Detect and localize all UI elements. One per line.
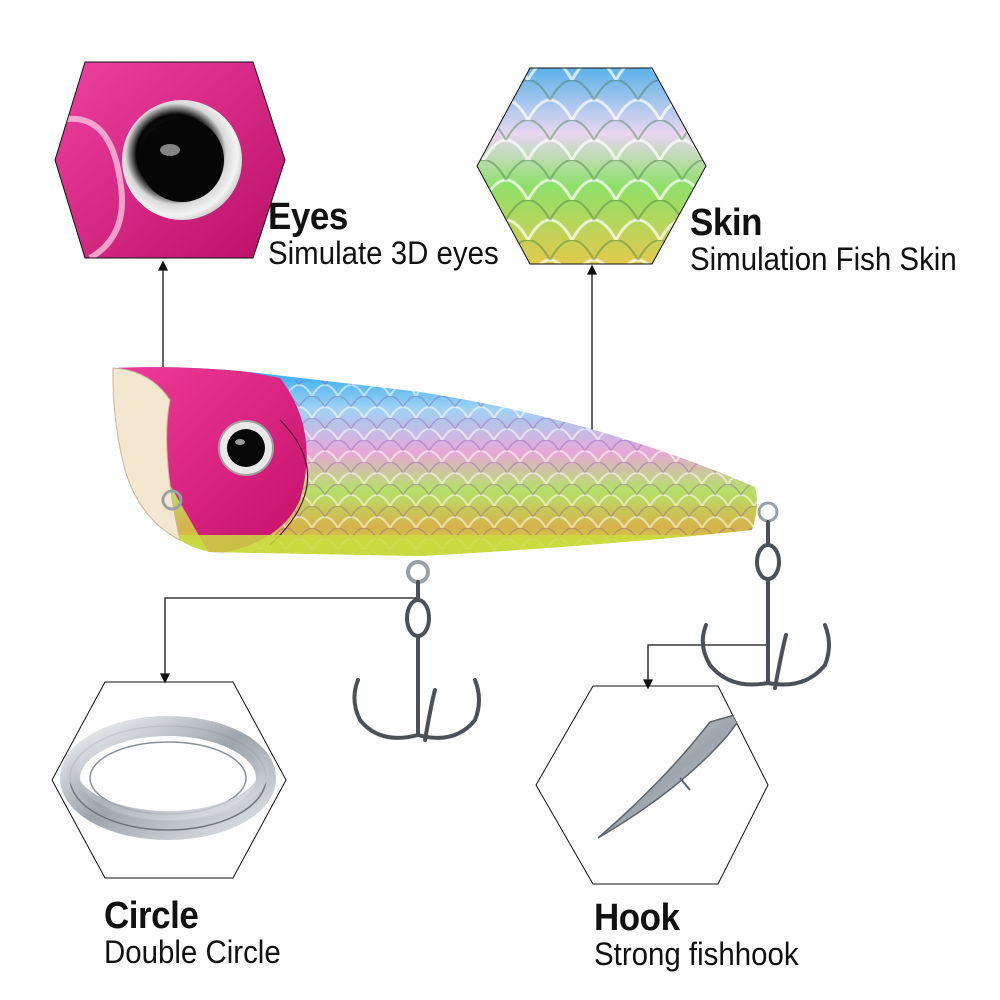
scale-detail-image: [477, 68, 706, 264]
split-ring-image: [60, 716, 276, 840]
feature-skin: Skin Simulation Fish Skin: [690, 204, 980, 277]
feature-skin-desc: Simulation Fish Skin: [690, 241, 957, 277]
eye-hex-frame: [54, 61, 286, 259]
feature-hook: Hook Strong fishhook: [594, 899, 816, 972]
belly-treble-hook: [352, 580, 481, 742]
feature-circle-title: Circle: [104, 895, 199, 937]
tail-treble-hook: [700, 520, 831, 690]
feature-circle-desc: Double Circle: [104, 934, 281, 970]
skin-hex-frame: [476, 67, 707, 265]
feature-circle: Circle Double Circle: [104, 897, 296, 970]
feature-hook-desc: Strong fishhook: [594, 936, 799, 972]
feature-skin-title: Skin: [690, 202, 762, 244]
fishing-lure-image: [112, 367, 779, 584]
eye-detail-image: [55, 62, 285, 258]
ring-hex-frame: [51, 681, 287, 879]
hook-hex-frame: [535, 685, 769, 885]
feature-eyes-desc: Simulate 3D eyes: [268, 235, 499, 271]
feature-hook-title: Hook: [594, 897, 680, 939]
feature-eyes: Eyes Simulate 3D eyes: [268, 198, 519, 271]
feature-eyes-title: Eyes: [268, 196, 348, 238]
hook-point-image: [597, 710, 747, 839]
